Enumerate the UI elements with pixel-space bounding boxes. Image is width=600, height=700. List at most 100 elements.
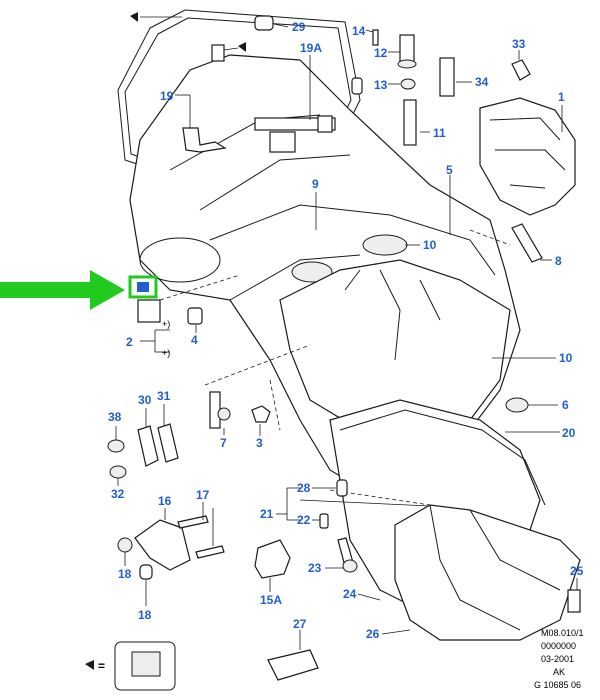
callout-19A: 19A bbox=[300, 41, 322, 55]
ref-line-4: AK bbox=[553, 667, 565, 677]
oil-seal-10-upper bbox=[362, 234, 408, 256]
bracket-16 bbox=[134, 519, 191, 571]
dowel-29 bbox=[254, 15, 274, 31]
pin-28 bbox=[336, 479, 348, 497]
callout-38: 38 bbox=[108, 410, 122, 424]
callout-13: 13 bbox=[374, 78, 388, 92]
rear-cover-26 bbox=[394, 504, 581, 641]
o-ring-12 bbox=[397, 59, 417, 69]
rear-cover-ridge bbox=[429, 504, 561, 631]
callout-10-upper: 10 bbox=[423, 238, 437, 252]
oil-seal-upper-left bbox=[291, 261, 333, 283]
ref-line-3: 03-2001 bbox=[541, 654, 574, 664]
speedo-sleeve-12 bbox=[399, 34, 415, 64]
callout-2: 2 bbox=[126, 335, 133, 349]
stud-17a bbox=[177, 515, 209, 529]
drain-plug-4 bbox=[187, 307, 203, 325]
callout-17: 17 bbox=[196, 488, 210, 502]
speedo-gear-11 bbox=[403, 99, 417, 146]
grommet-18b bbox=[139, 564, 153, 580]
ref-line-5: G 10685 06 bbox=[534, 680, 581, 690]
gasket-20 bbox=[339, 409, 546, 506]
callout-3: 3 bbox=[256, 436, 263, 450]
input-bore bbox=[139, 237, 221, 283]
bolt-7 bbox=[209, 391, 221, 429]
leader-26 bbox=[381, 629, 411, 635]
callout-18-upper: 18 bbox=[118, 567, 132, 581]
highlight-box bbox=[128, 275, 158, 299]
leader-triangle-bolt bbox=[223, 47, 239, 51]
washer-13 bbox=[400, 78, 416, 90]
callout-8: 8 bbox=[555, 254, 562, 268]
leader-24 bbox=[357, 593, 381, 601]
transmission-assembly-1-detail bbox=[489, 117, 566, 189]
shift-rod-19A-end bbox=[317, 115, 333, 133]
bolt-7-washer bbox=[217, 407, 231, 421]
callout-23: 23 bbox=[308, 561, 322, 575]
pad-31 bbox=[157, 423, 179, 463]
sensor-15A bbox=[254, 539, 291, 579]
shift-lever bbox=[269, 131, 296, 153]
callout-21: 21 bbox=[260, 507, 274, 521]
housing-flange bbox=[209, 204, 496, 276]
ref-line-1: M08.010/1 bbox=[541, 628, 584, 638]
gear-case-rib bbox=[344, 269, 441, 361]
legend-equals: = bbox=[98, 659, 105, 673]
callout-34: 34 bbox=[475, 75, 489, 89]
washer-6 bbox=[505, 397, 529, 413]
callout-32: 32 bbox=[111, 487, 125, 501]
callout-9: 9 bbox=[312, 177, 319, 191]
stud-17b bbox=[195, 545, 225, 559]
bolt-23-head bbox=[342, 559, 358, 573]
highlight-arrow bbox=[0, 270, 125, 310]
triangle-marker-top bbox=[238, 42, 246, 52]
nut-3 bbox=[251, 405, 271, 423]
callout-29: 29 bbox=[292, 20, 306, 34]
legend-box bbox=[114, 641, 176, 691]
pin-22 bbox=[319, 513, 329, 529]
callout-10-lower: 10 bbox=[559, 351, 573, 365]
callout-22: 22 bbox=[297, 513, 311, 527]
callout-24: 24 bbox=[343, 587, 357, 601]
callout-1: 1 bbox=[558, 90, 565, 104]
ref-line-2: 0000000 bbox=[541, 641, 576, 651]
leader-14 bbox=[365, 29, 374, 33]
gear-case bbox=[279, 259, 511, 441]
bolt-top bbox=[211, 44, 225, 62]
plug-13 bbox=[351, 77, 363, 95]
callout-28: 28 bbox=[297, 481, 311, 495]
callout-31: 31 bbox=[157, 389, 171, 403]
callout-18-lower: 18 bbox=[138, 608, 152, 622]
callout-14: 14 bbox=[352, 24, 366, 38]
washer-38 bbox=[107, 439, 125, 453]
callout-25: 25 bbox=[570, 564, 584, 578]
leader-29 bbox=[273, 23, 289, 28]
callout-33: 33 bbox=[512, 37, 526, 51]
callout-12: 12 bbox=[374, 46, 388, 60]
pin-14 bbox=[372, 29, 379, 46]
callout-20: 20 bbox=[562, 426, 576, 440]
callout-16: 16 bbox=[158, 494, 172, 508]
release-fork-19 bbox=[182, 127, 227, 153]
legend-box-part bbox=[131, 651, 161, 677]
legend-triangle bbox=[85, 660, 94, 670]
callout-15A: 15A bbox=[260, 593, 282, 607]
centre-line-5 bbox=[469, 229, 511, 246]
pad-30 bbox=[137, 425, 159, 467]
leader-21-mid bbox=[299, 499, 431, 507]
shift-rod-19A bbox=[254, 117, 336, 131]
callout-5: 5 bbox=[446, 163, 453, 177]
sensor-27 bbox=[267, 649, 319, 681]
callout-19: 19 bbox=[160, 89, 174, 103]
centre-line-2 bbox=[204, 344, 311, 386]
callout-4: 4 bbox=[191, 333, 198, 347]
callout-26: 26 bbox=[366, 627, 380, 641]
transmission-assembly-1 bbox=[479, 97, 576, 216]
callout-7: 7 bbox=[220, 436, 227, 450]
callout-11: 11 bbox=[433, 126, 446, 140]
callout-27: 27 bbox=[293, 617, 307, 631]
centre-line-3 bbox=[269, 379, 281, 431]
triangle-marker-topleft bbox=[130, 12, 138, 22]
plus-marker-1: +) bbox=[162, 319, 170, 329]
